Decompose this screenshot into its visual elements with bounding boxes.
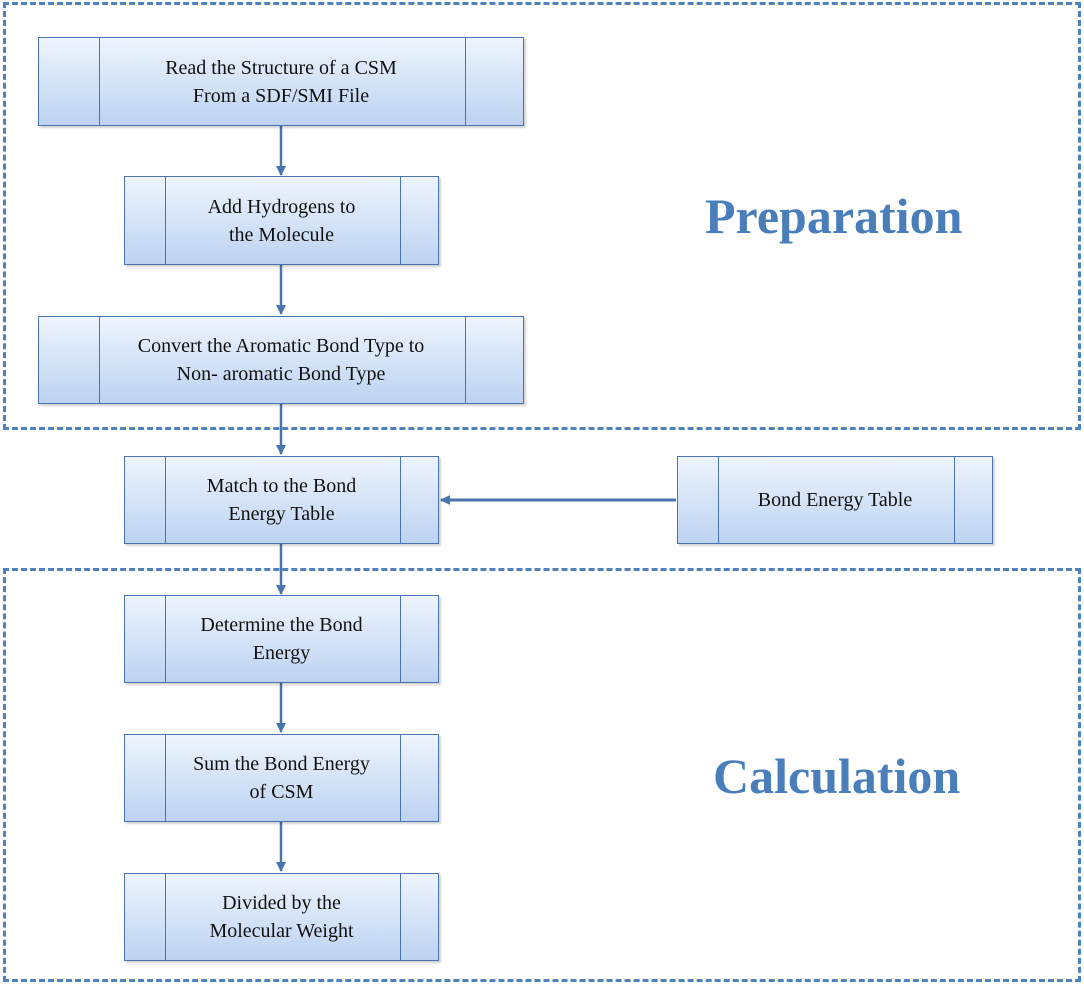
step-determine-bond-energy: Determine the Bond Energy xyxy=(124,595,439,683)
calculation-title: Calculation xyxy=(713,748,961,804)
step-divide-molecular-weight: Divided by the Molecular Weight xyxy=(124,873,439,961)
bond-energy-table-box: Bond Energy Table xyxy=(677,456,993,544)
step-add-hydrogens: Add Hydrogens to the Molecule xyxy=(124,176,439,265)
step-convert-bond-type-line2: Non- aromatic Bond Type xyxy=(176,363,386,385)
step-sum-line2: of CSM xyxy=(249,781,314,803)
step-divide-line1: Divided by the xyxy=(222,892,341,914)
preparation-group xyxy=(3,2,1081,430)
step-add-hydrogens-line1: Add Hydrogens to xyxy=(207,195,356,218)
bond-energy-table-label: Bond Energy Table xyxy=(757,489,913,511)
step-sum-bond-energy: Sum the Bond Energy of CSM xyxy=(124,734,439,822)
preparation-title: Preparation xyxy=(705,188,963,244)
step-match-line2: Energy Table xyxy=(228,503,335,525)
calculation-group xyxy=(3,568,1081,982)
step-match-line1: Match to the Bond xyxy=(206,475,357,497)
step-match-bond-energy-table: Match to the Bond Energy Table xyxy=(124,456,439,544)
step-convert-bond-type: Convert the Aromatic Bond Type to Non- a… xyxy=(38,316,524,404)
step-determine-line2: Energy xyxy=(252,642,311,664)
step-divide-line2: Molecular Weight xyxy=(209,920,354,942)
step-determine-line1: Determine the Bond xyxy=(200,614,363,636)
step-add-hydrogens-line2: the Molecule xyxy=(229,223,334,246)
step-read-structure: Read the Structure of a CSM From a SDF/S… xyxy=(38,37,524,126)
step-sum-line1: Sum the Bond Energy xyxy=(193,753,370,775)
step-read-structure-line1: Read the Structure of a CSM xyxy=(165,56,397,79)
step-convert-bond-type-line1: Convert the Aromatic Bond Type to xyxy=(137,335,425,357)
step-read-structure-line2: From a SDF/SMI File xyxy=(192,84,370,107)
